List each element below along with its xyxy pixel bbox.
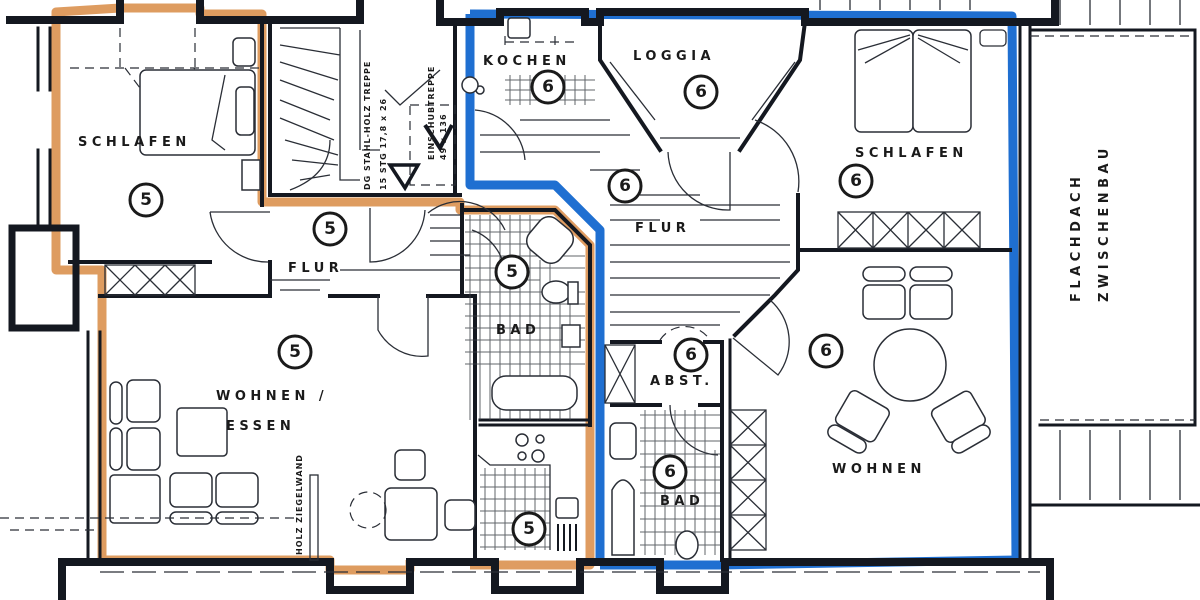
svg-text:5: 5 [289,342,301,362]
room-label-flur-5: FLUR [288,261,343,276]
svg-text:5: 5 [506,262,518,282]
bad5-fixtures [465,215,585,420]
svg-text:5: 5 [523,519,535,539]
room-label-kochen-6: KOCHEN [483,54,571,69]
svg-text:6: 6 [664,462,676,482]
wohnen5-furniture [0,379,476,561]
room-label-bad-6: BAD [660,494,704,509]
kochen6-fixtures [461,17,595,105]
svg-text:5: 5 [140,190,152,210]
balcony-railings [100,0,1181,573]
attic-hatch [384,69,456,192]
unit-marker-abst-6 [673,337,709,373]
unit-marker-wohnen-5 [277,334,313,370]
schlafen6-furniture [837,29,1007,249]
unit-marker-kueche-5 [511,511,547,547]
unit-marker-wohnen-6 [808,333,844,369]
unit-marker-schlafen-6 [838,163,874,199]
room-label-wohnen-essen-5-line1: WOHNEN / [216,389,328,404]
room-label-schlafen-6: SCHLAFEN [855,146,968,161]
unit-marker-flur-6 [607,168,643,204]
unit-marker-flur-5 [312,211,348,247]
room-label-wohnen-essen-5-line2: ESSEN [226,419,295,434]
stair-annotation-2: 15 STG 17,8 x 26 [379,98,388,190]
partition-wall-annotation: HOLZ ZIEGELWAND [295,454,304,555]
unit-marker-bad-5 [494,254,530,290]
room-label-loggia-6: LOGGIA [633,49,715,64]
kueche5-fixtures [477,433,579,551]
unit-marker-loggia-6 [683,74,719,110]
schlafen5-furniture [70,28,261,296]
svg-text:6: 6 [695,82,707,102]
room-label-wohnen-6: WOHNEN [832,462,926,477]
room-label-bad-5: BAD [496,323,540,338]
stair-annotation-1: DG STAHL-HOLZ TREPPE [363,61,372,190]
svg-text:6: 6 [820,341,832,361]
svg-text:6: 6 [685,345,697,365]
svg-text:6: 6 [542,77,554,97]
flur6-lines [474,109,800,326]
hatch-annotation-2: 49 x 136 [439,113,448,160]
flat-roof-label-1: FLACHDACH [1069,173,1084,302]
svg-text:5: 5 [324,219,336,239]
unit-marker-numbers: 5 5 5 5 5 6 6 6 6 6 6 6 [140,77,862,539]
unit-marker-schlafen-5 [128,182,164,218]
room-label-flur-6: FLUR [635,221,690,236]
staircase [279,27,380,191]
wohnen6-furniture [732,266,991,454]
unit-marker-kochen-6 [530,69,566,105]
room-label-abst-6: ABST. [650,374,714,389]
svg-text:6: 6 [850,171,862,191]
unit-marker-bad-6 [652,454,688,490]
hatch-annotation-1: EINSCHUBTREPPE [427,66,436,160]
unit-markers [128,69,874,547]
flat-roof-label-2: ZWISCHENBAU [1097,144,1112,302]
flur5-doors [209,200,506,358]
walls [6,0,1200,600]
room-label-schlafen-5: SCHLAFEN [78,135,191,150]
svg-text:6: 6 [619,176,631,196]
